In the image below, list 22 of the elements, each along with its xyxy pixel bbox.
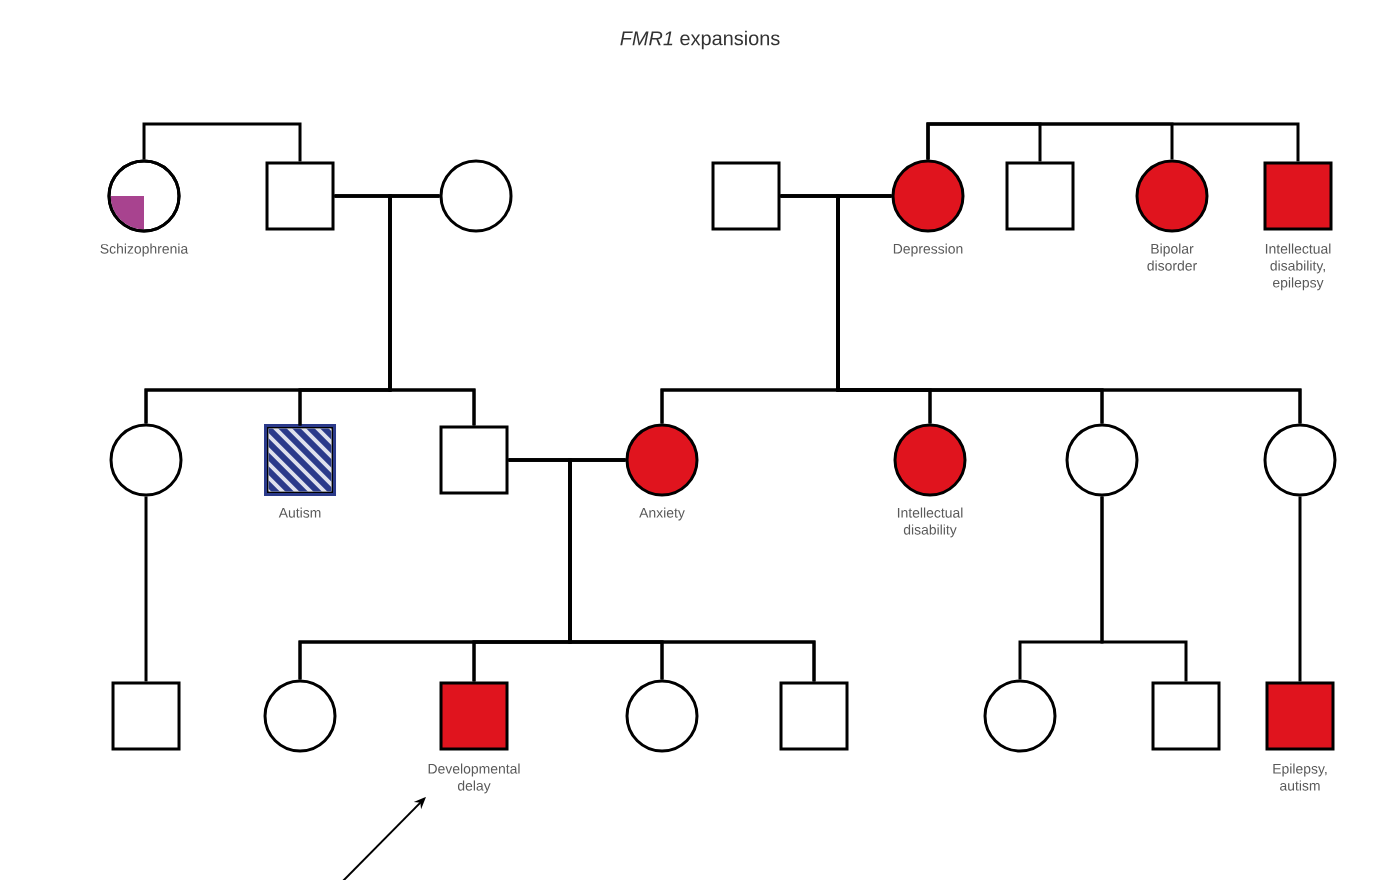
- descent-line: [388, 194, 476, 426]
- male-square: [439, 425, 509, 495]
- descent-line: [568, 458, 816, 682]
- descent-line: [1100, 496, 1188, 682]
- descent-line: [144, 496, 148, 682]
- descent-line: [1298, 496, 1302, 682]
- female-circle: [1263, 423, 1337, 497]
- female-circle: [625, 679, 699, 753]
- sibling-line: [142, 122, 302, 162]
- male-square: [711, 161, 781, 231]
- female-circle: [983, 679, 1057, 753]
- female-circle: [109, 423, 183, 497]
- male-square: [265, 161, 335, 231]
- female-circle: [1065, 423, 1139, 497]
- title: FMR1 expansions: [620, 30, 780, 50]
- male-square: [1005, 161, 1075, 231]
- male-square: [111, 681, 181, 751]
- male-square: [1151, 681, 1221, 751]
- sibling-line: [926, 122, 1300, 162]
- female-circle: [439, 159, 513, 233]
- female-circle: [263, 679, 337, 753]
- male-square: [779, 681, 849, 751]
